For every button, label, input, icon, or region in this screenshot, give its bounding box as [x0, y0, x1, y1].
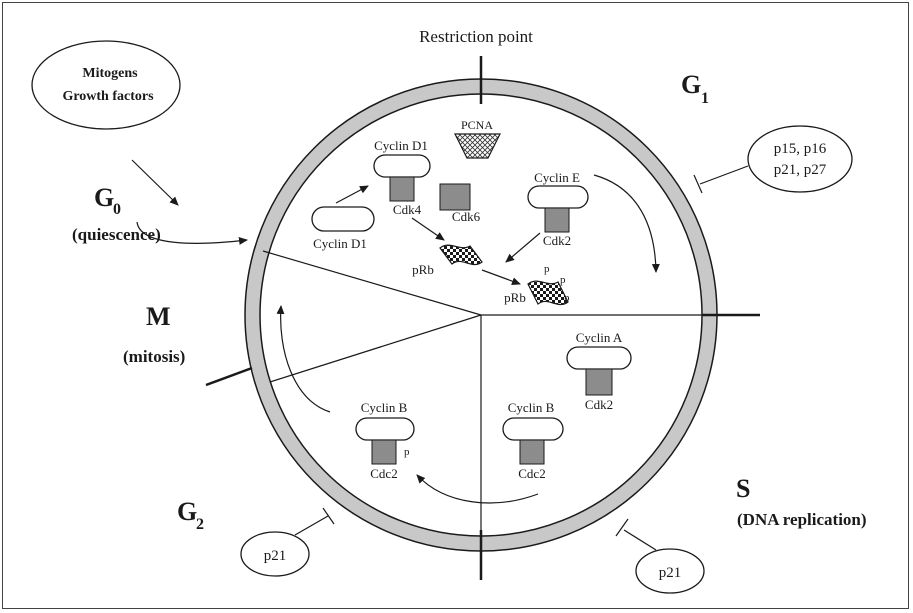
s-inhibition-line [615, 518, 657, 551]
phospho-mark-2: p [560, 274, 566, 286]
phase-g2: G 2 [177, 497, 204, 533]
growth-factors-label: Growth factors [62, 89, 154, 104]
cyclin-e-label: Cyclin E [534, 170, 580, 185]
mitogens-arrow [131, 159, 179, 206]
g0-subscript: 0 [113, 201, 121, 218]
phase-m: M (mitosis) [123, 302, 185, 366]
g2-to-m-arrow [276, 305, 331, 413]
s-inhibitor: p21 [635, 548, 705, 594]
phase-g0: G 0 (quiescence) [72, 183, 161, 244]
g2-inhibitor: p21 [240, 531, 310, 577]
s-letter: S [736, 474, 750, 503]
s-description: (DNA replication) [737, 510, 867, 529]
g0-description: (quiescence) [72, 225, 161, 244]
cyclin-d1-binding-arrow [335, 185, 369, 204]
cdk2-e-label: Cdk2 [543, 233, 571, 248]
cdk6-kinase: Cdk6 [439, 183, 481, 224]
cdk2-a-label: Cdk2 [585, 397, 613, 412]
mitogens-bubble: Mitogens Growth factors [31, 40, 181, 130]
cyclin-a-cdk2-complex: Cyclin A Cdk2 [566, 330, 632, 412]
g1-inhibition-line [693, 165, 749, 194]
restriction-point-marks [205, 56, 760, 580]
cdk4-to-prb-arrow [411, 217, 445, 241]
m-letter: M [146, 302, 171, 331]
g0-letter: G [94, 183, 114, 212]
phase-dividers [262, 250, 702, 536]
phospho-mark-3: p [564, 292, 570, 304]
cyclin-d1-cdk4-complex: Cyclin D1 Cdk4 [373, 138, 431, 217]
g1-to-s-arrow [593, 174, 660, 273]
cyclin-b-g2-label: Cyclin B [361, 400, 408, 415]
g1-inhibitors: p15, p16 p21, p27 [747, 125, 853, 193]
g2-inhibitor-label: p21 [264, 548, 287, 564]
cyclin-a-label: Cyclin A [576, 330, 623, 345]
g1-inhibitors-line2: p21, p27 [774, 162, 827, 178]
g2-subscript: 2 [196, 516, 204, 533]
prb-phosphorylation-arrow [481, 269, 521, 285]
cdc2-s-label: Cdc2 [518, 466, 545, 481]
free-cyclin-d1: Cyclin D1 [311, 206, 375, 251]
g1-letter: G [681, 70, 701, 99]
cyclin-b-cdc2-g2-complex: Cyclin B p Cdc2 [355, 400, 415, 481]
restriction-point-label: Restriction point [419, 27, 533, 46]
cyclin-b-cdc2-s-complex: Cyclin B Cdc2 [502, 400, 564, 481]
s-inhibitor-label: p21 [659, 565, 682, 581]
g1-subscript: 1 [701, 90, 709, 107]
phase-s: S (DNA replication) [736, 474, 867, 529]
mitogens-label: Mitogens [82, 66, 138, 81]
phase-g1: G 1 [681, 70, 709, 107]
pcna-complex: PCNA [454, 118, 501, 159]
cdk2-to-prb-arrow [505, 232, 541, 263]
phospho-prb-protein: pRb p p p [504, 263, 570, 306]
cyclin-b-s-label: Cyclin B [508, 400, 555, 415]
g0-entry-arrow [136, 221, 248, 245]
cdk4-label: Cdk4 [393, 202, 422, 217]
free-cyclin-d1-label: Cyclin D1 [313, 236, 367, 251]
s-to-g2-arrow [416, 474, 539, 504]
cdc2-g2-label: Cdc2 [370, 466, 397, 481]
cdc2-phospho-mark: p [404, 446, 410, 458]
m-description: (mitosis) [123, 347, 185, 366]
g2-letter: G [177, 497, 197, 526]
pcna-label: PCNA [461, 118, 493, 132]
prb-label: pRb [412, 262, 434, 277]
cyclin-e-cdk2-complex: Cyclin E Cdk2 [527, 170, 589, 248]
cyclin-d1-label: Cyclin D1 [374, 138, 428, 153]
g2-inhibition-line [294, 507, 335, 536]
prb-protein: pRb [412, 244, 483, 277]
g1-inhibitors-line1: p15, p16 [774, 141, 827, 157]
phospho-mark-1: p [544, 263, 550, 275]
phospho-prb-label: pRb [504, 290, 526, 305]
cdk6-label: Cdk6 [452, 209, 481, 224]
